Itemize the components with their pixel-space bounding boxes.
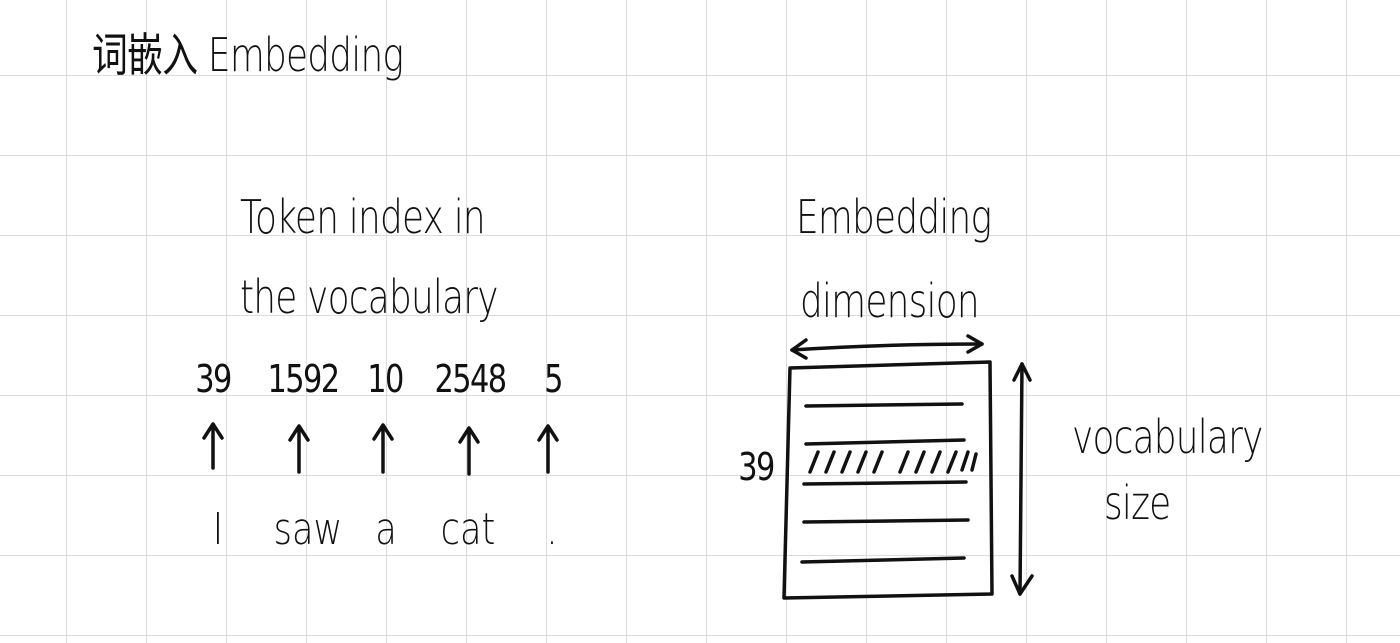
page-title: 词嵌入 Embedding <box>92 28 404 82</box>
token-index-value: 39 <box>195 357 232 401</box>
token-index-caption-line2: the vocabulary <box>240 270 499 324</box>
token-to-index-arrow <box>537 424 559 474</box>
token-word: I <box>212 504 224 555</box>
embedding-matrix <box>782 360 994 600</box>
embedding-dimension-caption-line1: Embedding <box>796 190 992 244</box>
token-index-value: 2548 <box>434 357 508 401</box>
token-index-value: 10 <box>367 357 404 401</box>
token-index-value: 5 <box>544 357 563 401</box>
embedding-row-label: 39 <box>738 445 775 489</box>
vocabulary-size-arrow <box>1010 362 1034 596</box>
token-index-value: 1592 <box>267 357 341 401</box>
embedding-dimension-caption-line2: dimension <box>800 274 980 328</box>
token-to-index-arrow <box>202 422 224 470</box>
vocabulary-size-label-line2: size <box>1104 476 1171 530</box>
token-to-index-arrow <box>288 424 310 474</box>
token-word: cat <box>440 504 496 555</box>
token-index-caption-line1: Token index in <box>240 190 486 244</box>
token-word: a <box>375 504 397 555</box>
token-to-index-arrow <box>372 423 394 474</box>
token-word: . <box>546 504 558 555</box>
embedding-dimension-arrow <box>790 334 984 360</box>
token-word: saw <box>273 504 343 555</box>
token-to-index-arrow <box>458 426 480 476</box>
vocabulary-size-label-line1: vocabulary <box>1072 410 1263 464</box>
